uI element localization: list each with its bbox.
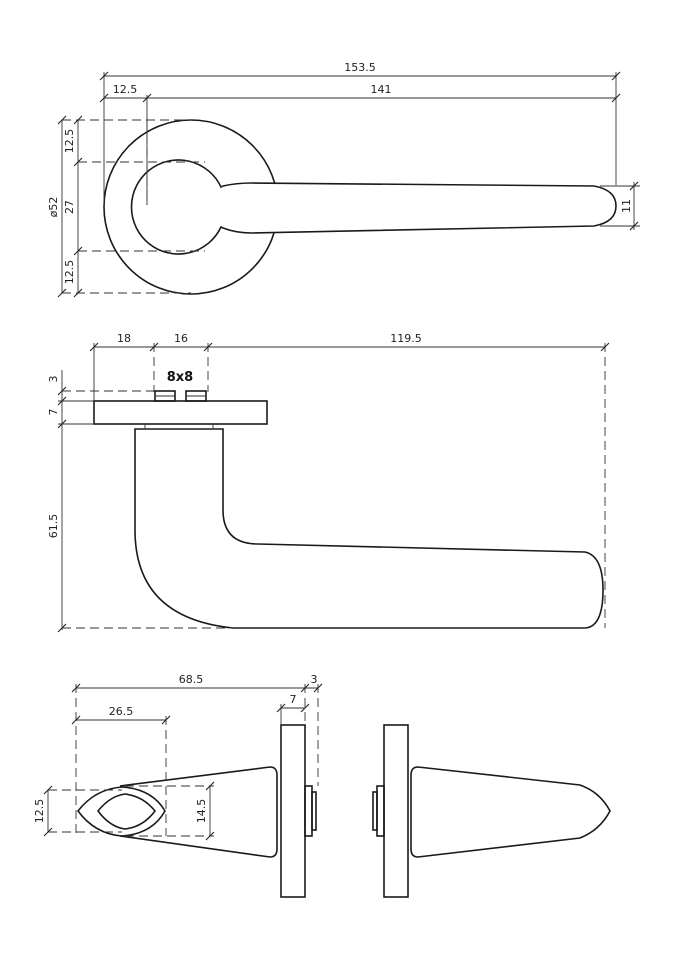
spindle-end-right [376,785,385,837]
rose-plate-end-right [383,724,409,898]
dim-rose-margin-top: 12.5 [63,129,76,154]
dim-end-rose-thickness: 7 [290,693,297,706]
lever-end-cone [119,766,278,858]
plan-view: 153.5 12.5 141 ø52 12.5 27 12.5 11 [47,61,640,298]
dim-grip-height-inner: 14.5 [195,799,208,824]
lever-plan-outline [130,159,617,255]
dim-grip-length: 26.5 [109,705,134,718]
dim-lever-height: 61.5 [47,514,60,539]
dim-end-spindle-projection: 3 [311,673,318,686]
lever-side-outline [134,428,604,629]
dim-lever-length: 141 [371,83,392,96]
dim-side-a: 18 [117,332,131,345]
lever-neck-fillet [220,185,224,188]
end-view-left: 68.5 7 3 26.5 12.5 14.5 [33,673,323,898]
end-view-right [372,724,611,898]
lever-end-cone-right [410,766,611,858]
grip-inner [96,793,157,830]
dim-grip-height-outer: 12.5 [33,799,46,824]
dim-side-b: 16 [174,332,188,345]
dim-spindle-projection: 3 [47,376,60,383]
dim-overall-length: 153.5 [344,61,376,74]
dim-tip-width: 11 [620,199,633,213]
side-view: 8x8 18 16 119.5 3 7 61.5 [47,332,610,633]
dim-side-c: 119.5 [390,332,422,345]
dim-rose-diameter: ø52 [47,197,60,218]
spindle-size-label: 8x8 [167,370,193,385]
dim-overall-depth: 68.5 [179,673,204,686]
rose-plate-end [280,724,306,898]
dim-rose-offset: 12.5 [113,83,138,96]
spindle-end [304,785,313,837]
dim-rose-margin-bottom: 12.5 [63,260,76,285]
dim-lever-neck-width: 27 [63,200,76,214]
rose-plate-side [93,400,268,425]
dim-rose-thickness: 7 [47,409,60,416]
